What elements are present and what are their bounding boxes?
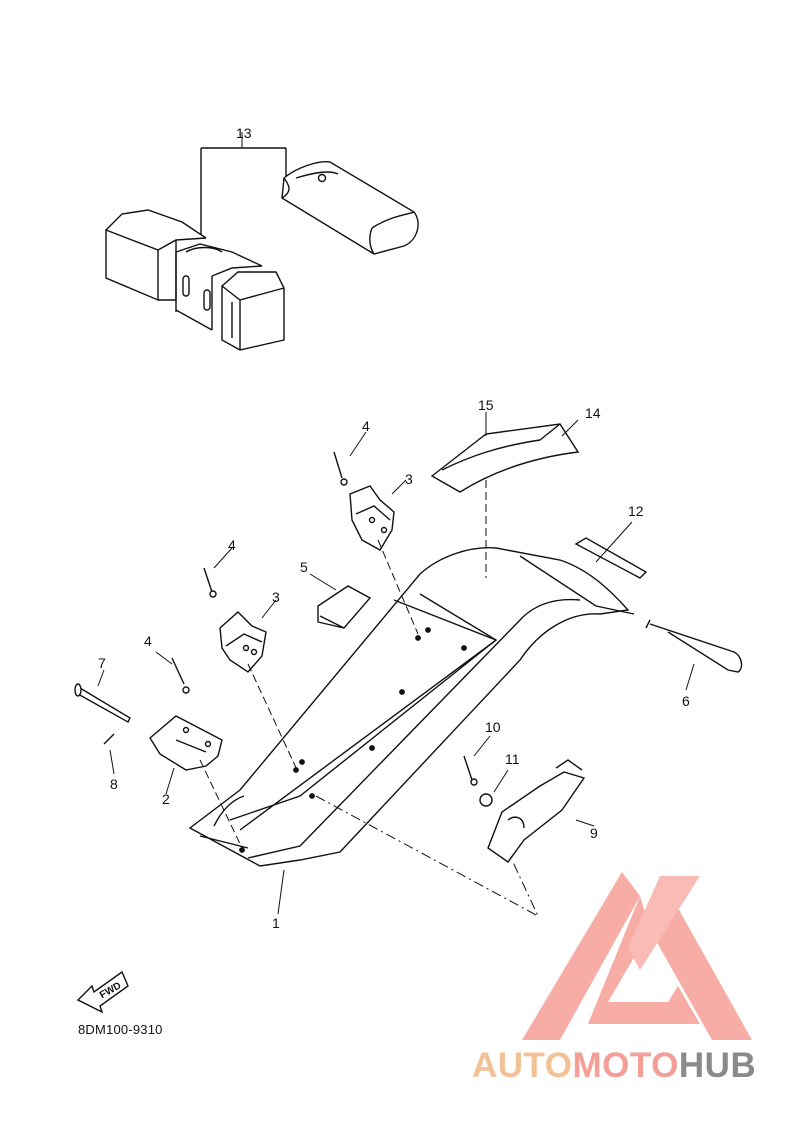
- callout-numbers: 13 15 14 4 3 12 4 5 3 4 7 6 10 11 8 2 9 …: [98, 125, 690, 931]
- callout-4-upper: 4: [362, 418, 370, 434]
- leader-lines: [97, 132, 695, 918]
- part-12-strip: [574, 537, 648, 579]
- callout-4-lower: 4: [144, 633, 152, 649]
- callout-1: 1: [272, 915, 280, 931]
- part-13-cover-set: [105, 147, 419, 351]
- diagram-code: 8DM100-9310: [78, 1022, 163, 1037]
- callout-5: 5: [300, 559, 308, 575]
- part-1-fender: [188, 547, 635, 867]
- callout-8: 8: [110, 776, 118, 792]
- part-6-rod: [645, 619, 743, 673]
- callout-13: 13: [236, 125, 252, 141]
- callout-14: 14: [585, 405, 601, 421]
- fwd-arrow-icon: FWD: [76, 970, 129, 1014]
- part-11-grommet: [479, 793, 493, 807]
- part-9-clip: [487, 759, 586, 863]
- callout-15: 15: [478, 397, 494, 413]
- part-8-nut: [103, 733, 115, 745]
- callout-2: 2: [162, 791, 170, 807]
- callout-12: 12: [628, 503, 644, 519]
- callout-7: 7: [98, 655, 106, 671]
- part-2-bracket: [149, 715, 223, 771]
- part-3-bracket-lower: [219, 611, 267, 673]
- part-4-screws: [171, 451, 348, 694]
- callout-11: 11: [505, 751, 520, 767]
- part-10-screw: [463, 755, 478, 786]
- part-14-15-decal: [430, 423, 580, 493]
- callout-3-upper: 3: [405, 471, 413, 487]
- part-3-bracket-upper: [349, 485, 395, 551]
- callout-4-middle: 4: [228, 537, 236, 553]
- callout-6: 6: [682, 693, 690, 709]
- part-5-pad: [317, 585, 372, 629]
- watermark-text: AUTOMOTOHUB: [472, 1046, 756, 1086]
- watermark-moto: MOTO: [572, 1046, 679, 1085]
- watermark-auto: AUTO: [472, 1046, 573, 1085]
- part-7-bolt: [74, 683, 131, 723]
- callout-9: 9: [590, 825, 598, 841]
- callout-10: 10: [485, 719, 501, 735]
- callout-3-lower: 3: [272, 589, 280, 605]
- watermark-logo: [522, 872, 752, 1040]
- watermark-hub: HUB: [678, 1046, 757, 1085]
